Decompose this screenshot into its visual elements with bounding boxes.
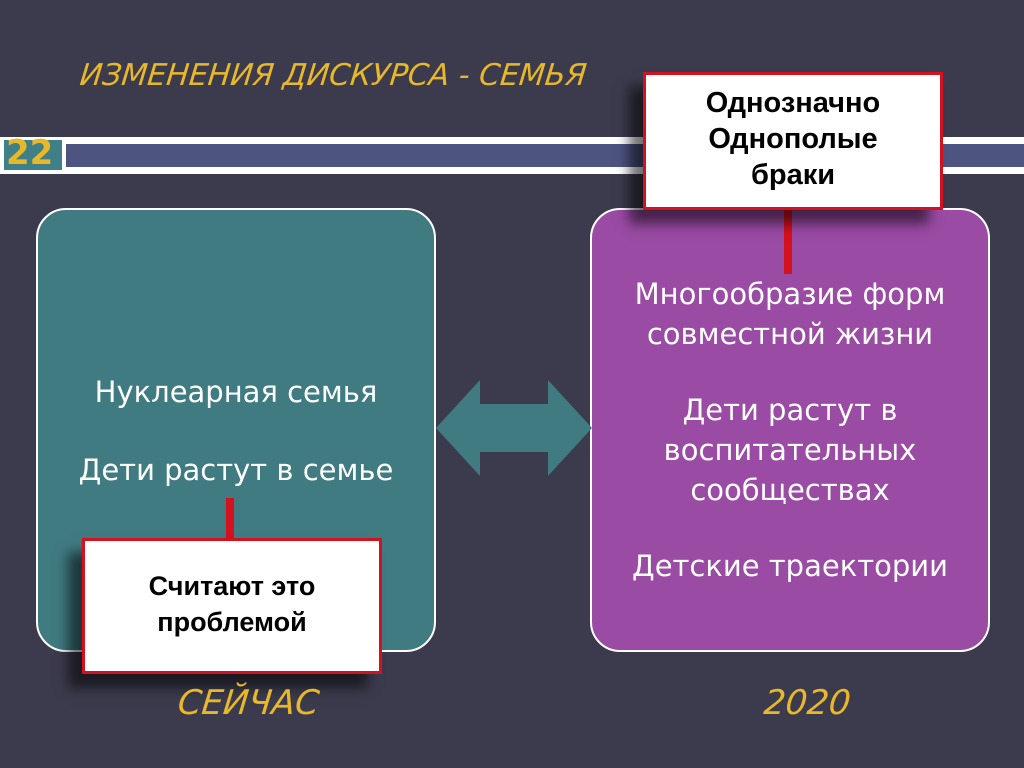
top-callout-line-1: Однозначно (705, 87, 881, 119)
future-panel-line-2a: Дети растут в (682, 393, 898, 427)
future-panel-line-2c: сообществах (690, 473, 890, 507)
now-label: СЕЙЧАС (175, 683, 322, 723)
top-callout-line-3: браки (750, 159, 836, 191)
top-callout-line-2: Однополые (708, 123, 878, 155)
bottom-callout: Считают это проблемой (82, 538, 382, 674)
now-panel-line-2: Дети растут в семье (78, 453, 394, 487)
bottom-callout-connector (226, 498, 234, 538)
bottom-callout-line-1: Считают это (148, 571, 316, 601)
future-panel-line-3: Детские траектории (632, 549, 948, 583)
double-arrow-icon (436, 380, 592, 476)
future-panel-line-2b: воспитательных (663, 433, 917, 467)
slide-title: ИЗМЕНЕНИЯ ДИСКУРСА - СЕМЬЯ (78, 58, 589, 93)
future-label: 2020 (761, 683, 853, 723)
future-panel-line-1b: совместной жизни (646, 317, 934, 351)
future-panel: Многообразие форм совместной жизни Дети … (590, 208, 990, 652)
bottom-callout-line-2: проблемой (157, 607, 307, 637)
top-callout: Однозначно Однополые браки (643, 72, 943, 210)
future-panel-line-1a: Многообразие форм (634, 277, 946, 311)
top-callout-connector (784, 206, 792, 274)
slide-number: 22 (6, 133, 54, 173)
slide-number-box (4, 140, 62, 170)
now-panel-line-1: Нуклеарная семья (94, 375, 378, 409)
